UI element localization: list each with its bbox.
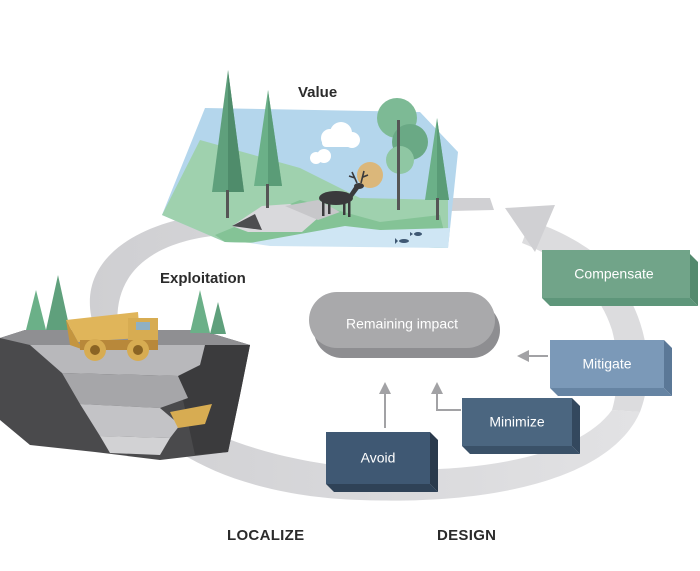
minimize-label: Minimize [489, 414, 544, 430]
exploitation-label: Exploitation [160, 270, 246, 287]
cloud-icon [310, 122, 360, 164]
deer-icon [319, 170, 369, 217]
mitigate-label: Mitigate [582, 356, 631, 372]
localize-label: LOCALIZE [227, 527, 305, 544]
compensate-box: Compensate [542, 250, 698, 306]
connector-arrows [379, 350, 548, 428]
fish-icon [395, 232, 422, 244]
design-label: DESIGN [437, 527, 497, 544]
avoid-label: Avoid [361, 450, 396, 466]
minimize-box: Minimize [462, 398, 580, 454]
open-pit-mine-illustration [0, 275, 250, 460]
avoid-box: Avoid [326, 432, 438, 492]
remaining-impact-pill: Remaining impact [309, 292, 500, 358]
remaining-impact-label: Remaining impact [346, 316, 458, 332]
mining-truck-icon [66, 312, 158, 361]
compensate-label: Compensate [574, 266, 654, 282]
forest-landscape-illustration [162, 70, 458, 248]
mitigate-box: Mitigate [550, 340, 672, 396]
value-label: Value [298, 84, 338, 101]
